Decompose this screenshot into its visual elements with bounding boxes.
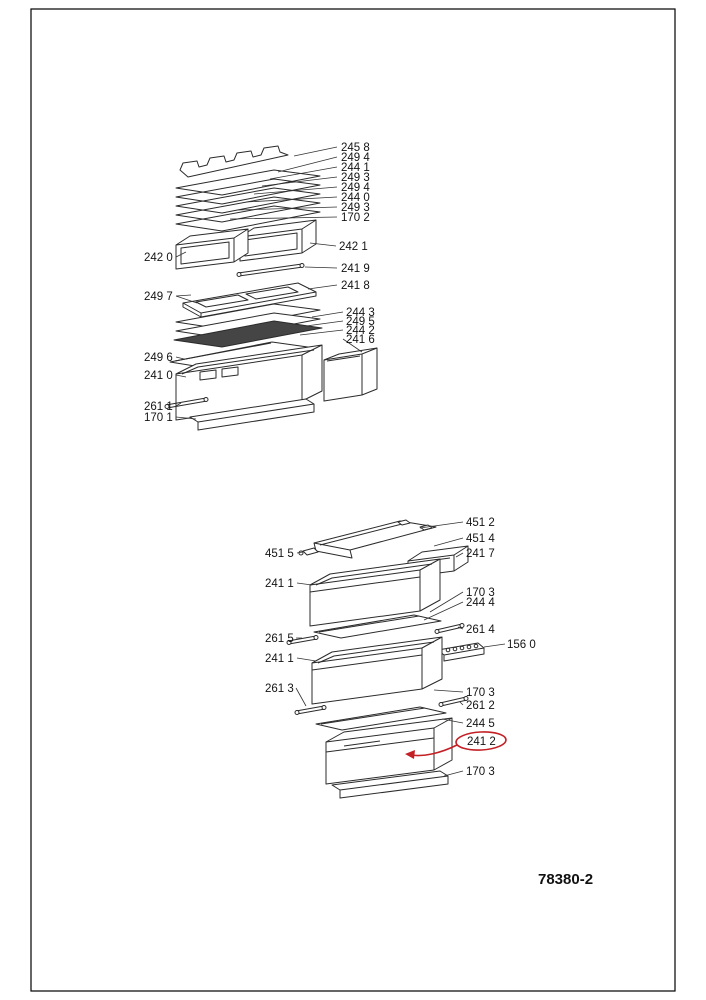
- page-border-frame: [30, 8, 676, 992]
- part-label: 244 4: [466, 597, 495, 609]
- upper-assembly-drawing: [164, 145, 378, 431]
- part-drawing-244-5: [315, 706, 447, 731]
- part-label: 241 7: [466, 548, 495, 560]
- rail-end-pin: [313, 635, 319, 640]
- lower-assembly-drawing: [286, 519, 485, 799]
- part-label: 241 6: [346, 334, 375, 346]
- part-label: 244 5: [466, 718, 495, 730]
- shelf-inner-line: [174, 342, 272, 362]
- grille-hole: [473, 643, 479, 649]
- part-drawing-241-2: [325, 717, 453, 785]
- part-label: 241 8: [341, 280, 370, 292]
- part-drawing-241-6: [323, 347, 378, 402]
- rail-end-pin: [459, 623, 465, 628]
- grille-hole: [459, 645, 465, 651]
- part-label: 249 7: [144, 291, 173, 303]
- grille-hole: [445, 647, 451, 653]
- highlight-arrowhead: [405, 750, 415, 759]
- part-label: 170 3: [466, 587, 495, 599]
- rail-end-pin: [286, 640, 292, 645]
- drawer-rim-line: [181, 349, 315, 375]
- part-drawing-241-1-lower: [311, 636, 443, 705]
- leader-lines: [175, 146, 506, 777]
- part-label: 261 3: [265, 683, 294, 695]
- part-label: 261 5: [265, 633, 294, 645]
- part-label: 244 0: [341, 192, 370, 204]
- part-drawing-261-1: [165, 397, 208, 409]
- part-label: 249 6: [144, 352, 173, 364]
- shelf-stack-drawing: [175, 169, 321, 232]
- part-drawing-451-2: [313, 520, 437, 559]
- part-drawing-241-9: [237, 263, 304, 277]
- part-label: 241 0: [144, 370, 173, 382]
- rail-end-pin: [203, 397, 209, 402]
- part-drawing-241-1-upper: [309, 558, 441, 627]
- part-label: 241 1: [265, 578, 294, 590]
- part-drawing-242-1: [239, 219, 317, 262]
- part-label: 170 1: [144, 412, 173, 424]
- part-drawing-242-0: [175, 228, 249, 270]
- part-drawing-245-8: [179, 145, 289, 178]
- highlight-annotation: [405, 731, 507, 759]
- part-label: 451 5: [265, 548, 294, 560]
- rail-end-pin: [164, 404, 170, 409]
- part-label: 451 4: [466, 533, 495, 545]
- rail-end-pin: [294, 710, 300, 715]
- part-drawing-244-4: [313, 614, 442, 639]
- grille-hole: [466, 644, 472, 650]
- part-drawing-170-1: [189, 398, 315, 431]
- drawer-rim-line: [309, 563, 433, 593]
- rail-end-pin: [438, 702, 444, 707]
- drawer-rim-line: [311, 641, 435, 671]
- drawer-front-lines: [325, 737, 435, 753]
- part-label: 170 3: [466, 766, 495, 778]
- part-labels: 245 8 249 4 244 1 249 3 249 4 244 0 249 …: [144, 142, 536, 778]
- part-label: 451 2: [466, 517, 495, 529]
- part-drawing-241-8: [195, 286, 299, 308]
- rail-end-pin: [463, 696, 469, 701]
- rail-end-pin: [236, 272, 242, 277]
- bin-rim-lines: [323, 347, 378, 362]
- grille-hole: [452, 646, 458, 652]
- part-label: 261 1: [144, 401, 173, 413]
- part-label: 170 3: [466, 687, 495, 699]
- part-drawing-261-2: [439, 696, 468, 707]
- part-label: 245 8: [341, 142, 370, 154]
- part-label: 249 4: [341, 152, 370, 164]
- rail-end-pin: [299, 263, 305, 268]
- part-label: 249 5: [346, 316, 375, 328]
- part-label: 249 4: [341, 182, 370, 194]
- part-label-241-2-highlighted: 241 2: [467, 736, 496, 748]
- part-label: 170 2: [341, 212, 370, 224]
- part-label: 261 4: [466, 624, 495, 636]
- part-label: 244 2: [346, 325, 375, 337]
- part-label: 156 0: [507, 639, 536, 651]
- part-drawing-261-5: [287, 635, 318, 645]
- part-drawing-170-3-panel: [331, 770, 449, 799]
- part-label: 249 3: [341, 172, 370, 184]
- part-drawing-261-3: [295, 705, 326, 715]
- lid-fold-line: [319, 522, 407, 546]
- part-drawing-244-2: [173, 320, 323, 348]
- part-drawing-261-4: [435, 623, 464, 634]
- shelf-inner-line: [318, 615, 420, 633]
- part-drawing-451-5: [302, 547, 319, 556]
- part-label: 261 2: [466, 700, 495, 712]
- part-label: 244 1: [341, 162, 370, 174]
- rail-end-pin: [321, 705, 327, 710]
- part-label: 241 1: [265, 653, 294, 665]
- part-label: 241 9: [341, 263, 370, 275]
- highlight-circle: [455, 731, 507, 751]
- part-label: 242 0: [144, 252, 173, 264]
- rail-end-pin: [434, 629, 440, 634]
- shelf-inner-line: [320, 707, 426, 725]
- part-label: 244 3: [346, 307, 375, 319]
- part-label: 242 1: [339, 241, 368, 253]
- hinge-pin: [298, 550, 304, 556]
- document-number: 78380-2: [538, 871, 593, 888]
- part-label: 249 3: [341, 202, 370, 214]
